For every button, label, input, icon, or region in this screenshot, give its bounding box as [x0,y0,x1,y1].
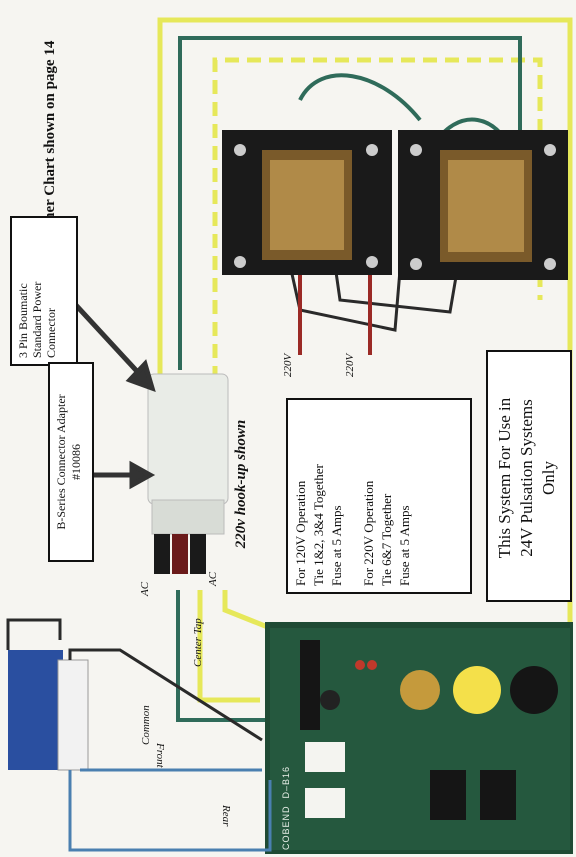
boumatic-connector-label: 3 Pin Boumatic Standard Power Connector [10,216,78,366]
center-tap-label: Center Tap [192,618,204,667]
adapter-line-2: #10086 [69,444,83,480]
boumatic-line-3: Connector [44,308,58,358]
boumatic-line-1: 3 Pin Boumatic [16,283,30,358]
board-id-label: COBEND D–B16 [281,765,291,850]
front-label: Front [154,743,166,768]
dark-wires [288,264,460,332]
hookup-note: 220v hook-up shown [233,419,249,549]
system-line-3: Only [539,461,558,495]
common-label: Common [140,705,152,745]
voltage-label-a: 220V [282,353,294,377]
transformer-2 [398,130,568,280]
boumatic-connector-label-box: 3 Pin Boumatic Standard Power Connector [10,216,78,366]
operation-instructions: For 120V Operation Tie 1&2, 3&4 Together… [286,400,472,596]
system-line-1: This System For Use in [495,397,514,559]
system-note-box: This System For Use in 24V Pulsation Sys… [486,350,572,602]
voltage-label-b: 220V [344,353,356,377]
connector-adapter [147,373,229,574]
adapter-label-box: B-Series Connector Adapter #10086 [48,362,94,562]
rear-label: Rear [220,805,232,827]
pulsator-sensor [6,618,272,852]
system-note: This System For Use in 24V Pulsation Sys… [486,352,572,604]
ac-label-bottom: AC [207,571,219,586]
op120-line-1: For 120V Operation [293,480,308,586]
ac-label-top: AC [139,581,151,596]
transformer-1 [222,130,392,275]
adapter-label: B-Series Connector Adapter #10086 [48,362,94,562]
system-line-2: 24V Pulsation Systems [517,399,536,557]
boumatic-line-2: Standard Power [30,281,44,358]
control-board [265,622,573,854]
operation-instructions-box: For 120V Operation Tie 1&2, 3&4 Together… [286,398,472,594]
op220-line-3: Fuse at 5 Amps [397,505,412,586]
op120-line-2: Tie 1&2, 3&4 Together [311,464,326,586]
adapter-line-1: B-Series Connector Adapter [54,394,68,530]
op120-line-3: Fuse at 5 Amps [329,505,344,586]
op220-line-1: For 220V Operation [361,480,376,586]
pointer-arrows [60,288,156,490]
op220-line-2: Tie 6&7 Together [379,493,394,586]
